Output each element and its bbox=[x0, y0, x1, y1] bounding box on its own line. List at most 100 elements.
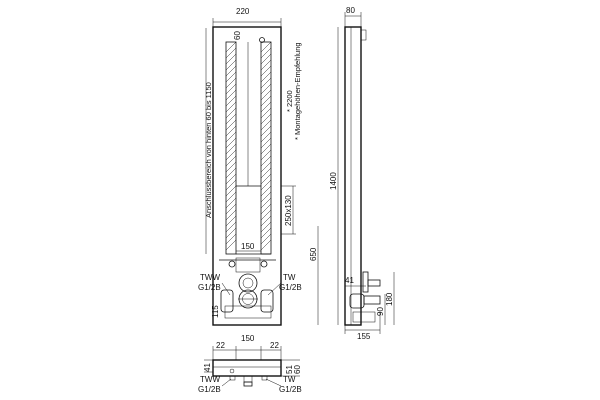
hatch-line bbox=[260, 203, 272, 215]
hatch-line bbox=[260, 149, 272, 161]
hatch-line bbox=[225, 197, 237, 209]
hatch-line bbox=[260, 215, 272, 227]
top-dim-51: 51 bbox=[285, 365, 294, 374]
hatch-line bbox=[260, 167, 272, 179]
hatch-line bbox=[260, 107, 272, 119]
hatch-line bbox=[225, 191, 237, 203]
hatch-line bbox=[260, 101, 272, 113]
hatch-line bbox=[260, 71, 272, 83]
hatch-line bbox=[225, 185, 237, 197]
hatch-line bbox=[260, 191, 272, 203]
front-view: 220 60 Anschlussbereich von hinten 60 bi… bbox=[198, 7, 319, 326]
side-panel bbox=[344, 26, 362, 326]
front-label-tw-thread: G1/2B bbox=[279, 283, 302, 292]
hatch-line bbox=[225, 239, 237, 251]
hatch-line bbox=[225, 233, 237, 245]
hatch-line bbox=[260, 197, 272, 209]
top-center-stub bbox=[243, 381, 253, 387]
hatch-line bbox=[260, 179, 272, 191]
front-label-tww-thread: G1/2B bbox=[198, 283, 221, 292]
hatch-line bbox=[260, 95, 272, 107]
hatch-line bbox=[260, 47, 272, 59]
side-dim-90: 90 bbox=[376, 307, 385, 316]
hatch-line bbox=[225, 215, 237, 227]
front-label-tww: TWW bbox=[200, 273, 220, 282]
front-label-tw: TW bbox=[283, 273, 296, 282]
hatch-line bbox=[260, 155, 272, 167]
hatch-line bbox=[260, 185, 272, 197]
connection-area-label: Anschlussbereich von hinten 60 bis 1150 bbox=[204, 82, 213, 218]
mounting-height-note: * Montagehöhen-Empfehlung bbox=[293, 42, 302, 140]
hatch-line bbox=[225, 167, 237, 179]
hatch-line bbox=[225, 227, 237, 239]
hatch-line bbox=[260, 53, 272, 65]
hatch-line bbox=[260, 209, 272, 221]
hatch-line bbox=[225, 65, 237, 77]
hatch-line bbox=[260, 65, 272, 77]
top-hole-left bbox=[229, 368, 235, 374]
side-top-bracket bbox=[360, 29, 367, 41]
hatch-line bbox=[260, 143, 272, 155]
hatch-line bbox=[260, 125, 272, 137]
top-fixing-hole bbox=[259, 37, 265, 43]
hatch-line bbox=[225, 59, 237, 71]
side-dim-41: 41 bbox=[345, 276, 354, 285]
top-dim-60: 60 bbox=[293, 365, 302, 374]
hatch-line bbox=[260, 239, 272, 251]
hatch-line bbox=[225, 71, 237, 83]
top-center-fitting bbox=[243, 375, 253, 383]
hatch-line bbox=[260, 161, 272, 173]
hatch-line bbox=[260, 233, 272, 245]
dim-80: 80 bbox=[346, 6, 355, 15]
hatch-line bbox=[225, 143, 237, 155]
hatch-line bbox=[260, 137, 272, 149]
hatch-line bbox=[260, 227, 272, 239]
hot-water-valve bbox=[220, 289, 234, 313]
dim-150: 150 bbox=[241, 242, 255, 251]
hatch-line bbox=[225, 203, 237, 215]
top-label-tww-thread: G1/2B bbox=[198, 385, 221, 394]
hatch-line bbox=[225, 41, 237, 53]
hatch-line bbox=[225, 89, 237, 101]
hatch-line bbox=[225, 179, 237, 191]
dim-250x130: 250x130 bbox=[284, 195, 293, 226]
hatch-line bbox=[225, 149, 237, 161]
hatch-line bbox=[225, 113, 237, 125]
top-dim-22-right: 22 bbox=[270, 341, 279, 350]
hatch-line bbox=[260, 83, 272, 95]
hatch-line bbox=[260, 221, 272, 233]
hatch-line bbox=[225, 137, 237, 149]
top-pipe-left bbox=[229, 375, 236, 381]
hatch-line bbox=[260, 173, 272, 185]
top-label-tww: TWW bbox=[200, 375, 220, 384]
hatch-line bbox=[225, 155, 237, 167]
connection-circle-inner bbox=[242, 277, 254, 289]
hatch-line bbox=[225, 53, 237, 65]
inner-box-150 bbox=[235, 257, 261, 273]
hatch-line bbox=[225, 101, 237, 113]
side-dim-180: 180 bbox=[385, 292, 394, 306]
side-view: 80 1400 41 180 90 155 bbox=[329, 6, 395, 341]
right-channel-hatching bbox=[260, 41, 272, 251]
top-label-tw: TW bbox=[283, 375, 296, 384]
side-connector-upper bbox=[362, 271, 369, 293]
top-dim-22-left: 22 bbox=[216, 341, 225, 350]
side-foot bbox=[352, 311, 376, 323]
front-frame bbox=[212, 26, 282, 326]
top-dim-41: 41 bbox=[203, 363, 212, 372]
hatch-line bbox=[260, 59, 272, 71]
top-pipe-right bbox=[261, 375, 268, 381]
dim-115: 115 bbox=[211, 305, 220, 318]
left-fixing-hole bbox=[228, 260, 236, 268]
hatch-line bbox=[225, 125, 237, 137]
connection-circle bbox=[238, 273, 258, 293]
hatch-line bbox=[225, 47, 237, 59]
hatch-line bbox=[225, 95, 237, 107]
hatch-line bbox=[225, 119, 237, 131]
top-view-panel bbox=[212, 359, 282, 377]
hatch-line bbox=[225, 131, 237, 143]
side-valve bbox=[349, 293, 365, 309]
side-dim-155: 155 bbox=[357, 332, 371, 341]
